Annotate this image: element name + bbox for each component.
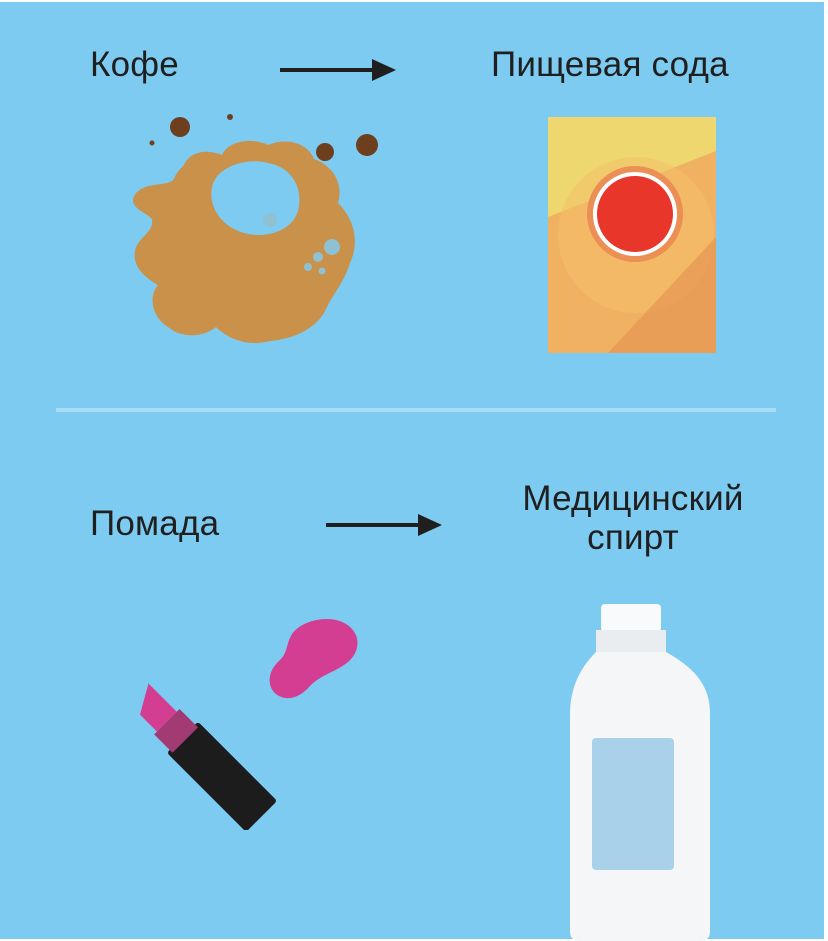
baking-soda-box-icon [548,117,716,353]
lipstick-case [168,722,276,830]
coffee-drop [356,134,378,156]
coffee-bubble [324,239,340,255]
remedy-label-rubbing-alcohol: Медицинский спирт [468,479,798,557]
lipstick-smear [269,619,358,699]
coffee-bubble [304,263,312,271]
coffee-drop [149,140,155,146]
lipstick-icon [140,619,358,830]
bottle-cap [601,604,661,632]
soda-seal [597,176,673,252]
lipstick-bullet [140,683,177,732]
lipstick-collar [154,708,198,753]
coffee-stain-icon [133,114,378,344]
arrow-right-icon [326,514,442,536]
remedy-label-baking-soda: Пищевая сода [491,45,729,84]
remedy-label-line-2: спирт [587,517,679,557]
coffee-bubble [263,213,277,227]
bottle-neck [596,630,666,652]
coffee-stain-blob [133,140,355,344]
section-divider [56,408,776,412]
rubbing-alcohol-bottle-icon [570,604,710,941]
coffee-drop [170,117,190,137]
remedy-label-line-1: Медицинский [522,479,744,518]
stain-label-coffee: Кофе [90,45,179,84]
coffee-drop [227,114,233,120]
coffee-bubble [318,267,326,275]
coffee-drop [316,143,334,161]
soda-box-shadow [608,237,716,353]
arrow-right-icon [280,59,396,81]
stain-label-lipstick: Помада [90,504,220,543]
coffee-bubble [313,252,323,262]
bottle-label [592,738,674,870]
